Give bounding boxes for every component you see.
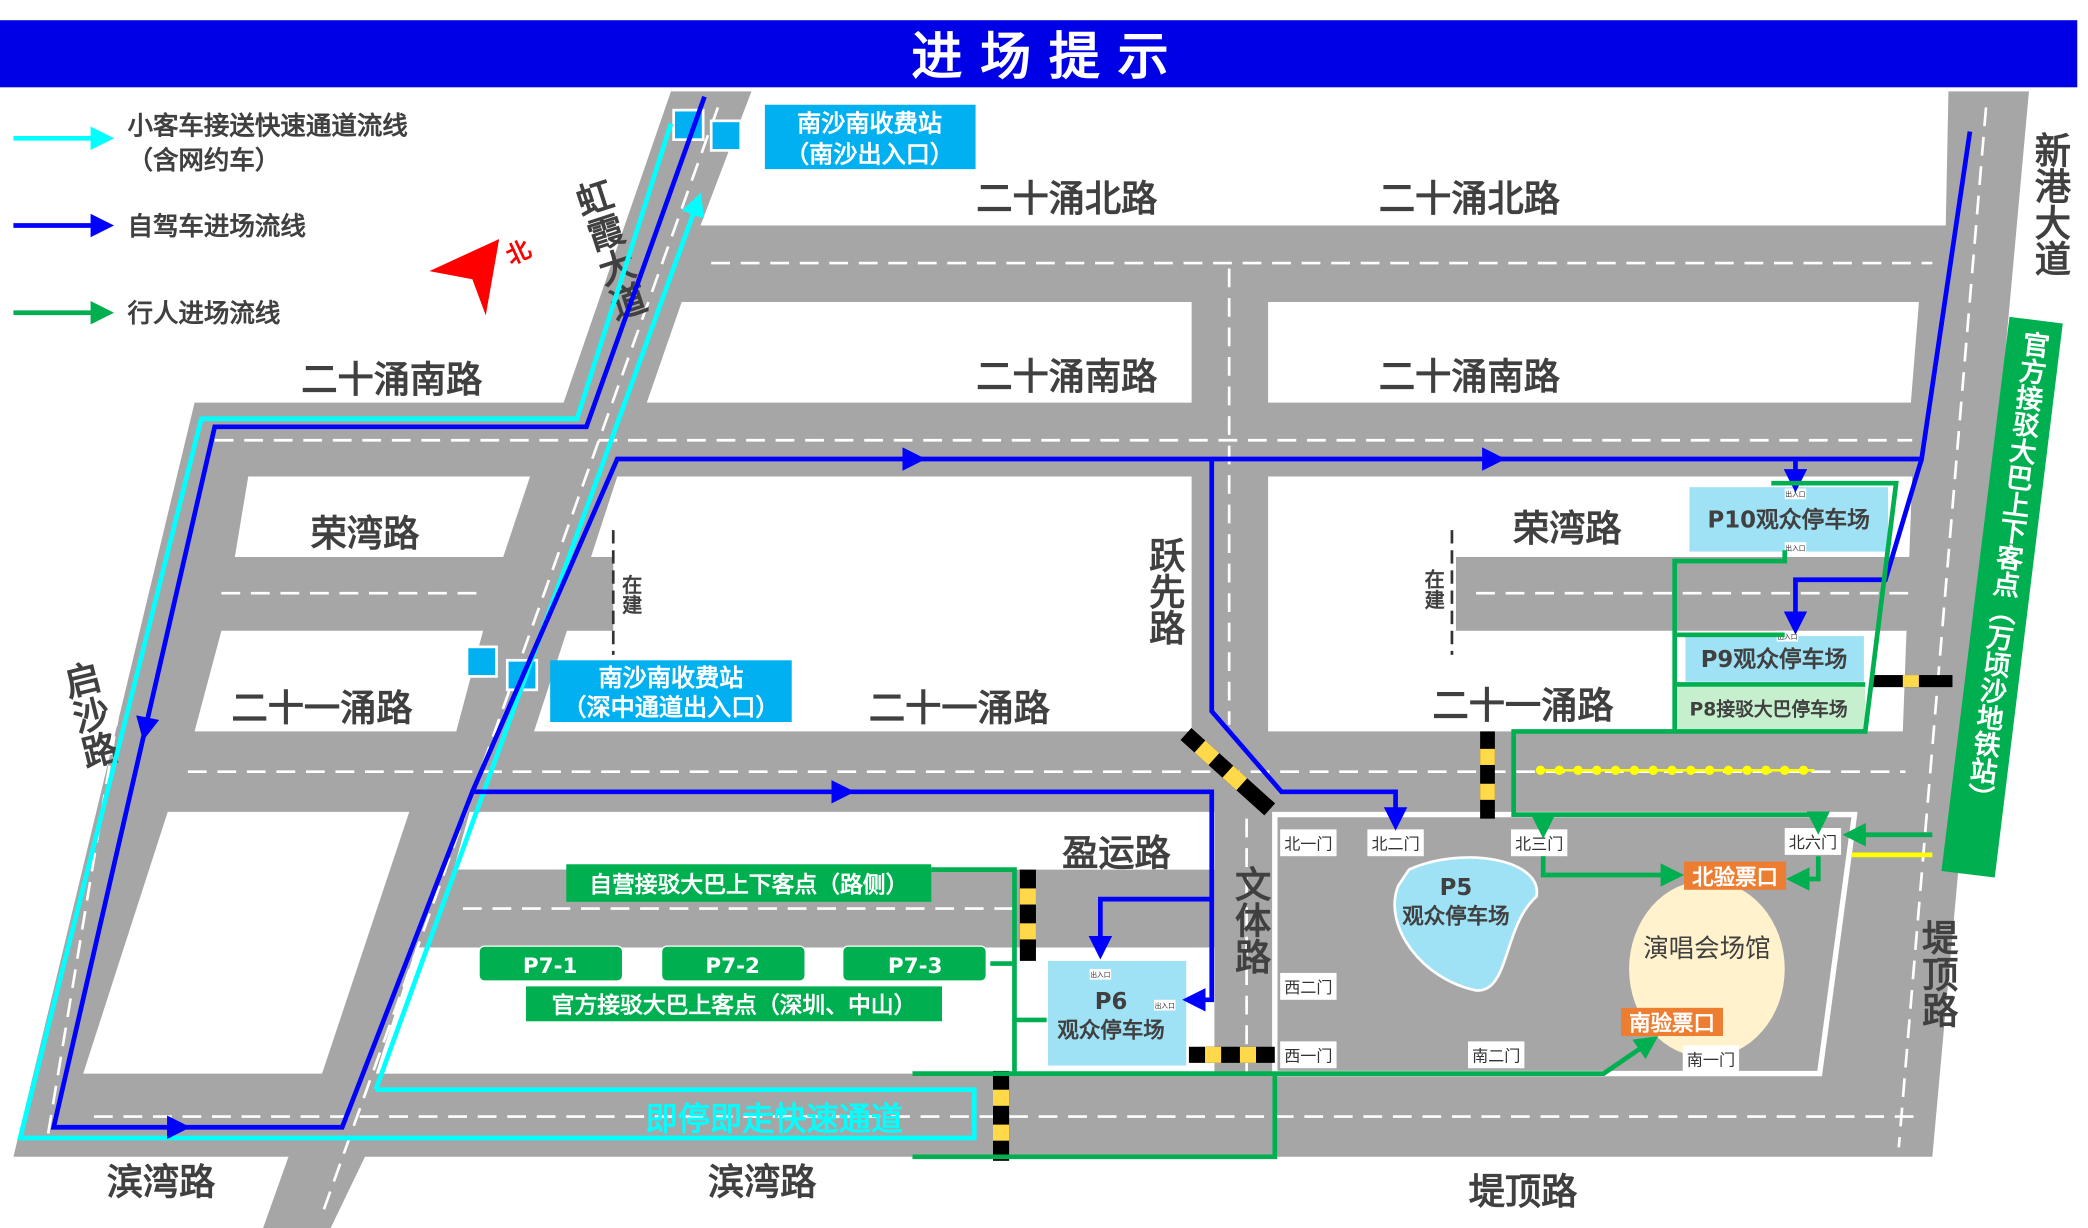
quick-lane-flow-in: [17, 122, 977, 1141]
road-label: 二十一涌路: [869, 687, 1051, 730]
toll-station-north: 南沙南收费站 （南沙出入口）: [672, 104, 976, 170]
toll-name: 南沙南收费站: [797, 110, 942, 138]
bus-point-label: 自营接驳大巴上下客点（路侧）: [589, 871, 908, 898]
self-drive-flow-main: [470, 131, 1973, 793]
entrance-label: 出入口: [1785, 490, 1805, 499]
gate-label: 北六门: [1789, 833, 1837, 852]
gate-label: 西一门: [1284, 1047, 1332, 1066]
road-label: 二十一涌路: [232, 687, 414, 730]
toll-icon: [465, 645, 498, 678]
self-drive-flow-p6: [1088, 896, 1212, 960]
parking-label: P8接驳大巴停车场: [1690, 697, 1848, 720]
parking-p5: [1393, 856, 1538, 992]
pedestrian-flow-south: [912, 1036, 1659, 1076]
gate-label: 北二门: [1371, 835, 1419, 854]
entrance-label: 出入口: [1777, 632, 1797, 641]
road-label: 二十一涌路: [1433, 684, 1615, 727]
parking-label: P9观众停车场: [1701, 646, 1848, 673]
entrance-label: 出入口: [1090, 970, 1110, 979]
self-drive-flow-p5: [1209, 459, 1408, 831]
bus-bay-label: P7-3: [888, 954, 943, 979]
entrance-label: 出入口: [1155, 1001, 1175, 1010]
road-label: 二十涌北路: [1379, 177, 1561, 220]
parking-label: 观众停车场: [1057, 1017, 1164, 1043]
quick-lane-label: 即停即走快速通道: [646, 1100, 903, 1138]
road-label: 滨湾路: [708, 1160, 817, 1203]
parking-label: P5: [1440, 875, 1473, 901]
north-arrow-icon: [429, 238, 500, 316]
under-construction-label: 在建: [1421, 568, 1445, 610]
legend-label: 行人进场流线: [126, 299, 280, 329]
road-label: 二十涌北路: [976, 177, 1158, 220]
road-label: 二十涌南路: [976, 355, 1158, 398]
road-label: 二十涌南路: [301, 358, 483, 401]
toll-sub: （南沙出入口）: [785, 140, 954, 168]
legend-label: 小客车接送快速通道流线: [127, 111, 408, 141]
gate-label: 北一门: [1284, 835, 1332, 854]
p7-1-bus-bay: [478, 945, 624, 982]
road-label: 荣湾路: [311, 512, 420, 555]
north-label: 北: [502, 235, 536, 271]
bus-bay-label: P7-2: [705, 954, 760, 979]
barriers: [993, 675, 1953, 1161]
road-label: 二十涌南路: [1379, 355, 1561, 398]
bus-bay-label: P7-1: [523, 954, 578, 979]
p7-2-bus-bay: [660, 945, 806, 982]
road-label: 堤顶路: [1469, 1170, 1578, 1213]
legend: 小客车接送快速通道流线 （含网约车） 自驾车进场流线 行人进场流线: [13, 111, 408, 329]
venue-label: 演唱会场馆: [1643, 934, 1770, 964]
self-run-bus-point: [566, 864, 932, 902]
flow-lines: [17, 95, 1973, 1160]
parking-p9: [1682, 633, 1867, 685]
ticket-label: 南验票口: [1629, 1011, 1715, 1037]
road-label: 滨湾路: [107, 1160, 216, 1203]
p7-3-bus-bay: [842, 945, 987, 982]
north-ticket-check: [1684, 861, 1787, 890]
page-title: 进 场 提 示: [911, 28, 1168, 87]
road-label: 盈运路: [1062, 832, 1171, 875]
parking-label: P10观众停车场: [1708, 506, 1870, 533]
toll-sub: （深中通道出入口）: [562, 693, 779, 721]
parking-p6: [1045, 958, 1189, 1069]
legend-sublabel: （含网约车）: [127, 146, 280, 176]
road-label: 荣湾路: [1513, 507, 1622, 550]
south-ticket-check: [1621, 1007, 1724, 1037]
title-bar: [0, 20, 2078, 88]
gate-label: 南二门: [1472, 1047, 1520, 1066]
parking-label: P6: [1095, 989, 1128, 1015]
gate-label: 北三门: [1515, 835, 1563, 854]
parking-p8: [1677, 685, 1866, 732]
road-label: 新港大道: [2029, 131, 2072, 276]
under-construction-label: 在建: [619, 573, 643, 615]
road-label: 堤顶路: [1916, 919, 1959, 1028]
legend-label: 自驾车进场流线: [127, 212, 306, 242]
self-drive-flow-p9: [1783, 458, 1924, 635]
ticket-label: 北验票口: [1692, 864, 1778, 890]
gate-label: 西二门: [1284, 978, 1332, 997]
toll-station-south: 南沙南收费站 （深中通道出入口）: [465, 645, 792, 723]
self-drive-flow-west: [50, 95, 1215, 1130]
bus-point-label: 官方接驳大巴上客点（深圳、中山）: [552, 992, 917, 1019]
road-label: 文体路: [1229, 865, 1272, 974]
toll-name: 南沙南收费站: [599, 664, 744, 692]
pedestrian-flow-north: [1511, 480, 1899, 835]
road-label: 跃先路: [1143, 537, 1186, 646]
parking-label: 观众停车场: [1402, 903, 1509, 929]
entrance-label: 出入口: [1785, 543, 1805, 552]
official-bus-point: [526, 986, 943, 1022]
road-label: 启沙路: [55, 657, 123, 773]
gate-label: 南一门: [1687, 1051, 1735, 1070]
toll-icon: [709, 119, 743, 152]
